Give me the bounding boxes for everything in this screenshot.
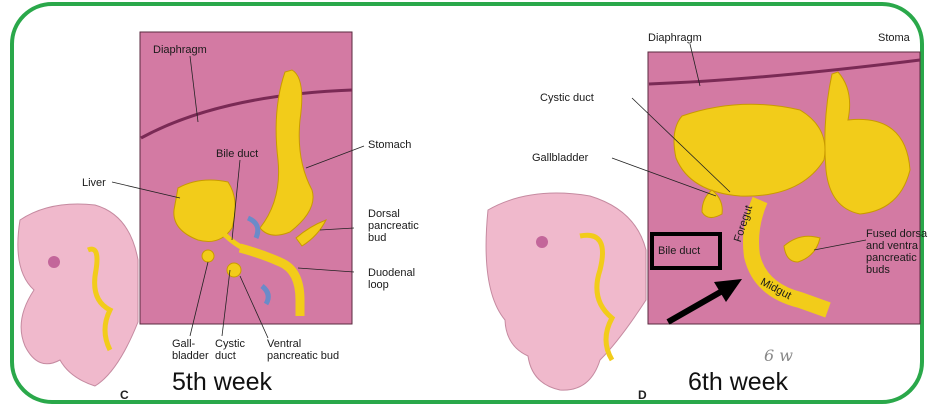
left-gallbladder [202, 250, 214, 262]
label-diaphragm-right: Diaphragm [648, 32, 702, 44]
label-cystic-duct-left: Cystic duct [215, 338, 245, 362]
left-liver [174, 180, 235, 242]
label-bile-duct-right: Bile duct [658, 245, 700, 257]
panel-letter-d: D [638, 388, 647, 402]
caption-5th-week: 5th week [172, 368, 272, 397]
left-embryo-eye [48, 256, 60, 268]
caption-6th-week: 6th week [688, 368, 788, 397]
label-diaphragm-left: Diaphragm [153, 44, 207, 56]
label-cystic-duct-right: Cystic duct [540, 92, 594, 104]
label-gallbladder-right: Gallbladder [532, 152, 588, 164]
label-gallbladder-left: Gall- bladder [172, 338, 209, 362]
label-stomach-left: Stomach [368, 139, 411, 151]
handwritten-note: 6 w [764, 350, 793, 362]
label-duodenal-loop: Duodenal loop [368, 267, 415, 291]
right-embryo-eye [536, 236, 548, 248]
right-liver [674, 104, 825, 196]
left-pink-panel [140, 32, 352, 324]
label-dorsal-pancreatic-bud: Dorsal pancreatic bud [368, 208, 419, 244]
label-fused-pancreatic-buds: Fused dorsa and ventra pancreatic buds [866, 228, 927, 276]
panel-letter-c: C [120, 388, 129, 402]
label-bile-duct-left: Bile duct [216, 148, 258, 160]
label-ventral-pancreatic-bud: Ventral pancreatic bud [267, 338, 339, 362]
label-liver: Liver [82, 177, 106, 189]
label-stomach-right: Stoma [878, 32, 910, 44]
left-embryo [18, 204, 138, 386]
